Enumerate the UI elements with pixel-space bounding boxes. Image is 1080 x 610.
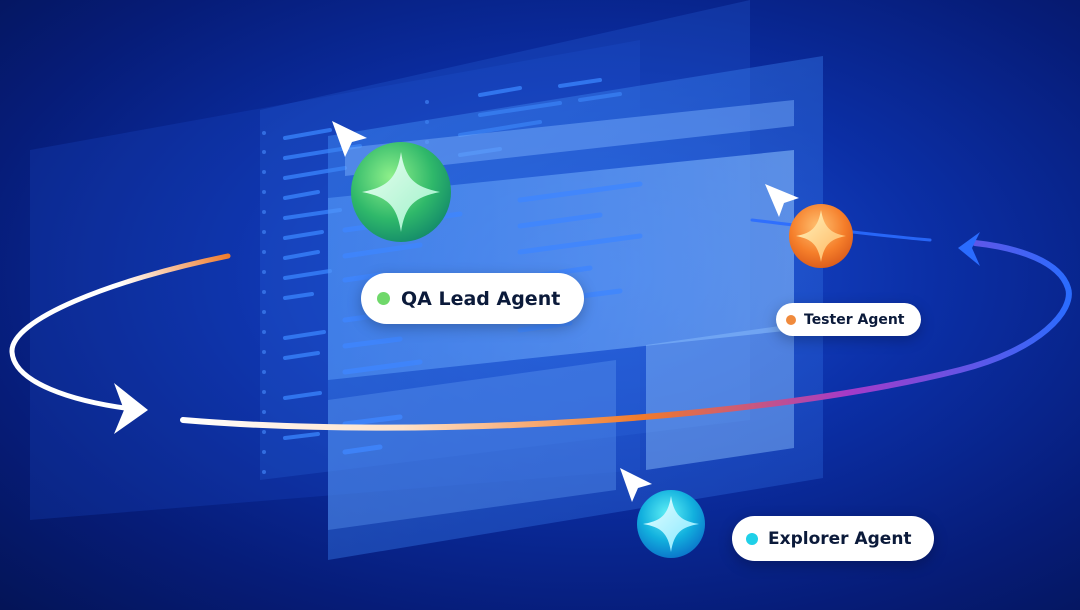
tester-agent-label: Tester Agent xyxy=(776,303,921,336)
sparkle-icon xyxy=(362,152,440,232)
agent-name: Explorer Agent xyxy=(768,528,912,549)
sparkle-icon xyxy=(796,210,846,262)
agent-name: Tester Agent xyxy=(804,311,905,328)
orbit-arrow-icon xyxy=(114,383,148,434)
qa-lead-agent-avatar xyxy=(351,142,451,242)
tester-agent-avatar xyxy=(789,204,853,268)
status-dot xyxy=(377,292,390,305)
address-bar xyxy=(345,100,794,176)
content-card xyxy=(646,324,794,470)
status-dot xyxy=(746,532,758,545)
qa-lead-agent-label: QA Lead Agent xyxy=(361,273,585,324)
orbit-arrow-icon xyxy=(958,232,980,266)
explorer-agent-label: Explorer Agent xyxy=(732,516,934,561)
content-card xyxy=(328,360,616,530)
cursor-arrow-icon xyxy=(332,121,367,157)
cursor-arrow-icon xyxy=(765,184,799,217)
sparkle-icon xyxy=(643,496,699,552)
status-dot xyxy=(786,314,796,325)
agent-name: QA Lead Agent xyxy=(401,287,561,310)
explorer-agent-avatar xyxy=(637,490,705,558)
cursor-arrow-icon xyxy=(620,468,652,502)
